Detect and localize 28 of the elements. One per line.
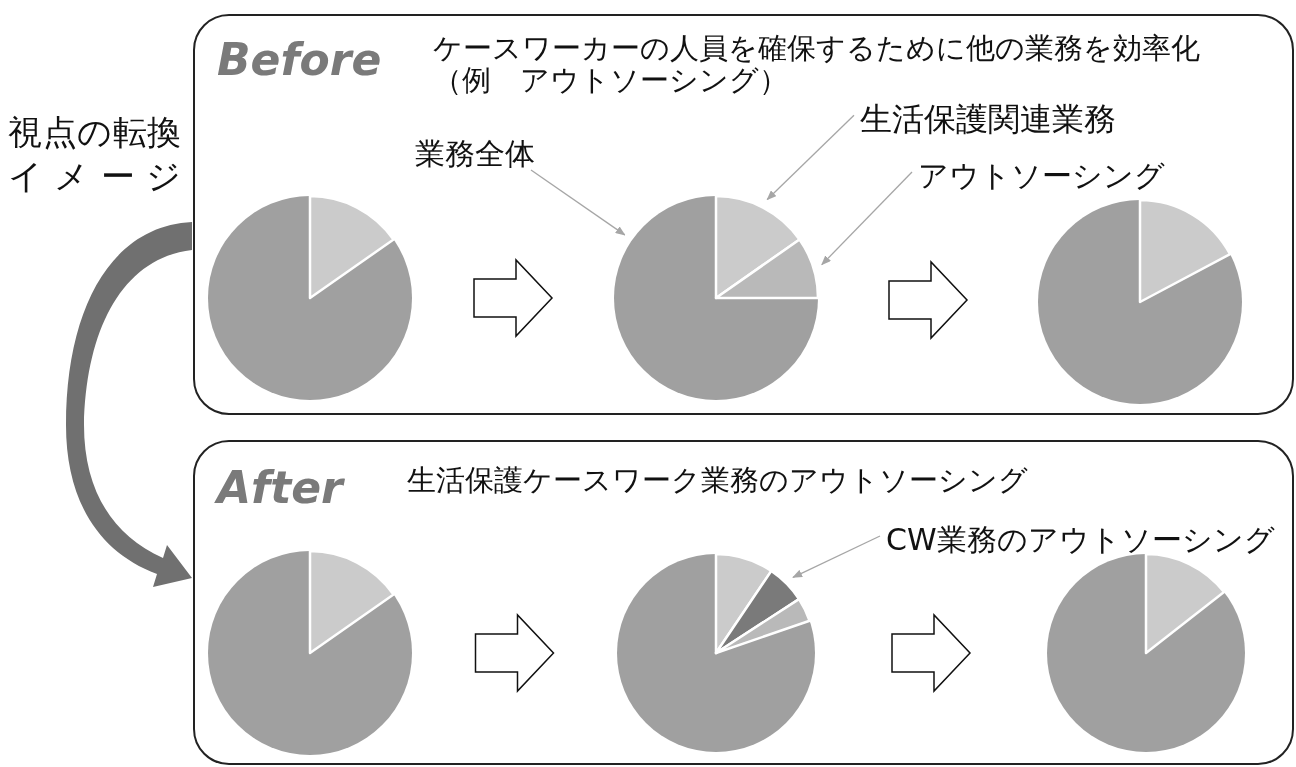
- leader-line: [792, 535, 881, 578]
- pie-chart: [207, 195, 413, 401]
- callout-text: CW業務のアウトソーシング: [886, 522, 1275, 558]
- pie-chart: [1037, 199, 1243, 405]
- panel-description: ケースワーカーの人員を確保するために他の業務を効率化（例 アウトソーシング）: [433, 32, 1201, 97]
- callout-text: 生活保護関連業務: [860, 100, 1116, 139]
- panel-description: 生活保護ケースワーク業務のアウトソーシング: [407, 464, 1029, 497]
- block-arrow: [473, 258, 554, 338]
- pie-slice: [714, 597, 811, 655]
- block-arrow: [888, 260, 969, 340]
- callout-text: アウトソーシング: [918, 158, 1165, 194]
- block-arrow: [474, 613, 555, 693]
- callout-text: 業務全体: [415, 136, 535, 172]
- block-arrow: [891, 613, 972, 693]
- pie-slice: [714, 195, 801, 300]
- leader-line: [821, 171, 913, 266]
- curved-arrow: [66, 222, 192, 587]
- side-note: 視点の転換イメージ: [8, 111, 182, 199]
- pie-chart: [613, 195, 819, 401]
- pie-slice: [714, 238, 819, 300]
- pie-chart: [207, 550, 413, 756]
- pie-chart: [616, 553, 816, 753]
- rounded-panel: [193, 440, 1294, 765]
- leader-line: [530, 169, 626, 236]
- panel-heading: Before: [217, 38, 382, 82]
- pie-chart: [1046, 553, 1246, 753]
- leader-line: [766, 114, 855, 201]
- rounded-panel: [193, 14, 1294, 415]
